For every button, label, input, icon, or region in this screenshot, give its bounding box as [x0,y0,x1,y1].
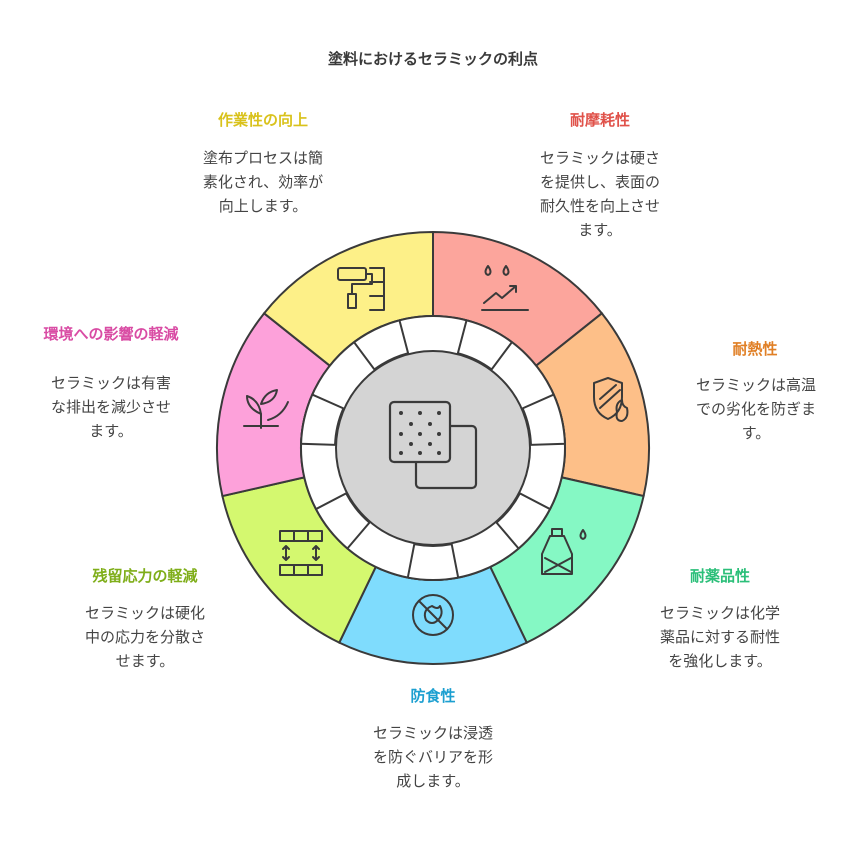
benefit-desc-chemical: セラミックは化学 薬品に対する耐性 を強化します。 [659,604,780,670]
benefit-title-workability: 作業性の向上 [217,111,308,129]
benefit-title-chemical: 耐薬品性 [689,567,750,585]
benefit-desc-workability: 塗布プロセスは簡 素化され、効率が 向上します。 [202,149,324,215]
heat-shield-icon [593,377,629,422]
eco-plant-icon [243,389,289,429]
benefit-title-corrosion: 防食性 [410,687,456,705]
stress-relief-icon [279,530,323,576]
benefit-title-stress: 残留応力の軽減 [92,567,198,585]
scratch-resist-icon [481,265,529,311]
benefit-title-abrasion: 耐摩耗性 [569,111,630,129]
benefit-desc-corrosion: セラミックは浸透 を防ぐバリアを形 成します。 [372,724,493,790]
benefit-title-environment: 環境への影響の軽減 [43,325,179,343]
chemical-flask-icon [541,528,587,575]
diagram-title: 塗料におけるセラミックの利点 [327,50,538,68]
ceramic-tile-icon [388,400,478,490]
benefit-desc-environment: セラミックは有害 な排出を減少させ ます。 [50,374,171,440]
benefit-title-heat: 耐熱性 [732,340,778,358]
benefit-desc-stress: セラミックは硬化 中の応力を分散さ せます。 [84,604,205,670]
paint-roller-icon [337,267,385,311]
no-corrosion-icon [412,594,454,636]
ring-tab-corrosion [406,543,460,581]
benefit-desc-heat: セラミックは高温 での劣化を防ぎま す。 [695,376,816,442]
benefit-desc-abrasion: セラミックは硬さ を提供し、表面の 耐久性を向上させ ます。 [539,149,660,239]
